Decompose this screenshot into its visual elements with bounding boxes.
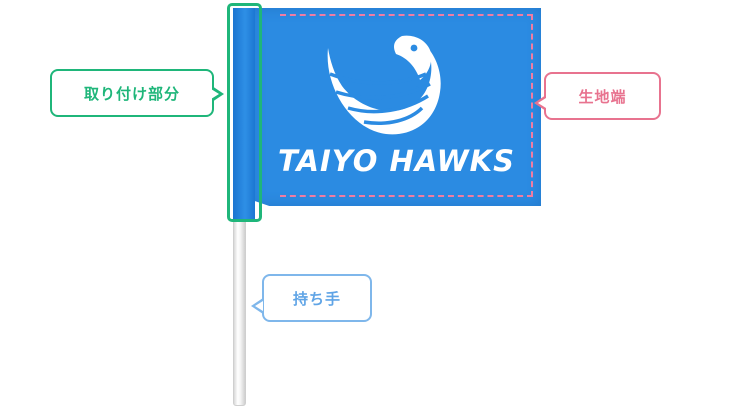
- callout-handle-label: 持ち手: [292, 289, 341, 308]
- hawk-icon: [322, 34, 446, 142]
- callout-handle-tail-inner: [255, 301, 263, 311]
- attachment-highlight-frame: [227, 3, 262, 222]
- callout-fabric-edge-tail-inner: [538, 98, 546, 108]
- team-name: TAIYO HAWKS: [278, 144, 515, 178]
- flag-handle-pole: [233, 190, 246, 406]
- callout-attachment: 取り付け部分: [50, 69, 214, 117]
- callout-attachment-tail-inner: [211, 89, 219, 99]
- callout-attachment-label: 取り付け部分: [83, 84, 180, 103]
- fabric-edge-outline: [280, 14, 533, 197]
- callout-handle: 持ち手: [262, 274, 372, 322]
- callout-fabric-edge-label: 生地端: [578, 87, 627, 106]
- flag-sleeve: [233, 8, 255, 222]
- callout-fabric-edge: 生地端: [544, 72, 661, 120]
